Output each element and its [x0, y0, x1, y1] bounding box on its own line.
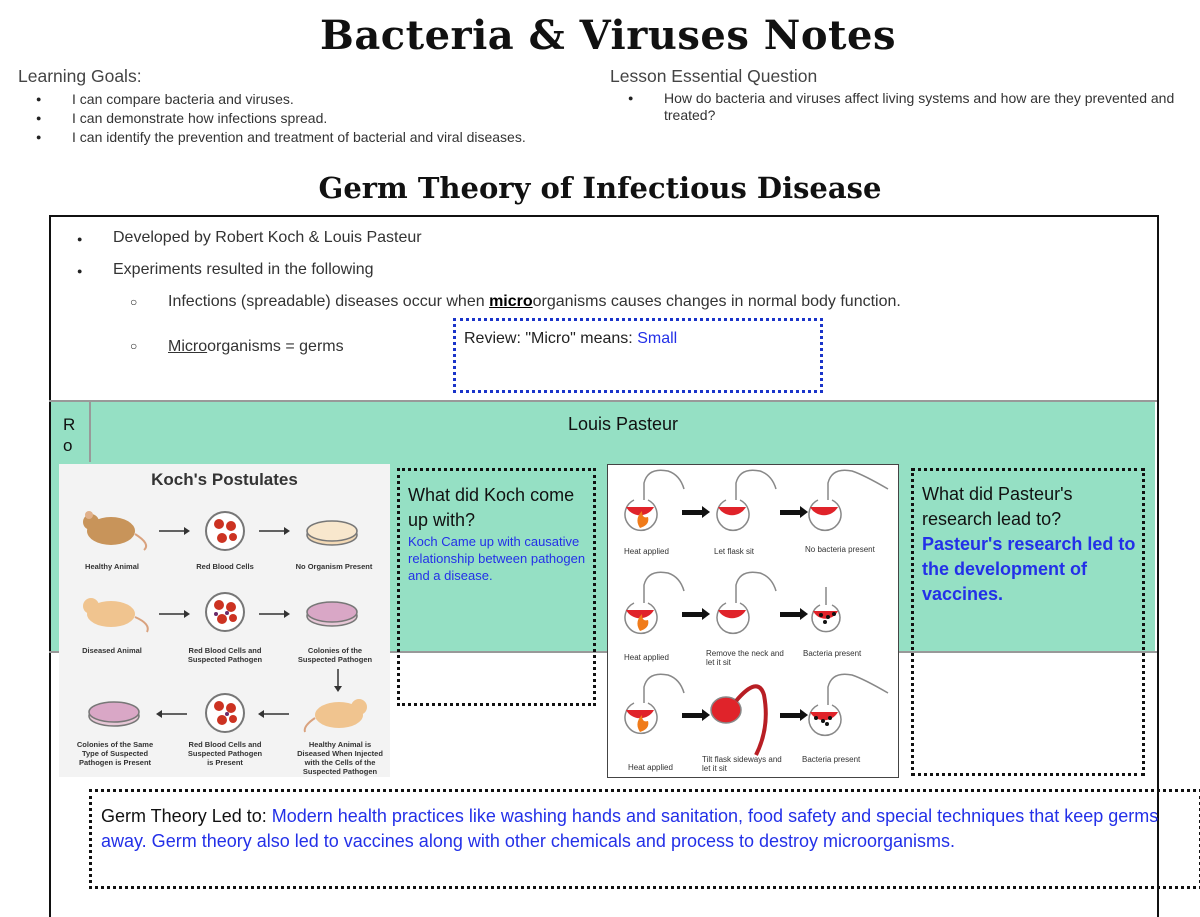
flask-label: Let flask sit — [714, 547, 755, 556]
koch-image-title: Koch's Postulates — [151, 470, 298, 489]
koch-diagram-graphic — [83, 511, 367, 733]
divider — [49, 400, 1157, 402]
note-sub-microorganisms: Microorganisms = germs — [168, 338, 344, 356]
flask-diagram-graphic — [624, 469, 889, 756]
koch-label: Diseased Animal — [82, 646, 142, 655]
petri-red-cells-icon — [205, 693, 245, 733]
bullet-icon: ● — [77, 234, 83, 244]
koch-postulates-image: Koch's Postulates Healthy Animal Red Blo… — [59, 464, 390, 777]
petri-dish-icon — [306, 520, 358, 546]
petri-red-cells-icon — [205, 592, 245, 632]
flask-label: Remove the neck and let it sit — [706, 649, 784, 667]
review-box: Review: "Micro" means: Small — [453, 318, 823, 393]
flask-label: Heat applied — [628, 763, 673, 772]
germ-theory-label: Germ Theory Led to: — [101, 806, 272, 826]
petri-red-cells-icon — [205, 511, 245, 551]
flame-icon — [637, 511, 649, 732]
flask-label: Heat applied — [624, 547, 669, 556]
essential-question-heading: Lesson Essential Question — [610, 66, 818, 86]
koch-label: Red Blood Cells and Suspected Pathogen — [187, 646, 263, 664]
germ-theory-answer[interactable]: Modern health practices like washing han… — [101, 806, 1159, 851]
review-label: Review: "Micro" means: — [464, 330, 638, 347]
flask-label: Bacteria present — [803, 649, 862, 658]
circle-bullet-icon: ○ — [130, 339, 138, 353]
koch-question-box — [397, 468, 596, 706]
petri-colonies-icon — [306, 601, 358, 627]
pasteur-question: What did Pasteur's research lead to? — [922, 484, 1073, 529]
flask-label: Tilt flask sideways and let it sit — [702, 755, 782, 773]
sub1-text: Infections (spreadable) diseases occur w… — [168, 293, 490, 310]
koch-label: Colonies of the Same Type of Suspected P… — [76, 740, 154, 767]
flask-label: Heat applied — [624, 653, 669, 662]
learning-goals-list: I can compare bacteria and viruses. I ca… — [36, 90, 526, 147]
mouse-icon — [83, 598, 149, 633]
sub1-bold: micro — [489, 293, 533, 310]
mouse-icon — [83, 511, 148, 551]
germ-theory-text: Germ Theory Led to: Modern health practi… — [101, 804, 1181, 854]
koch-answer[interactable]: Koch Came up with causative relationship… — [408, 534, 586, 583]
note-sub-infections: Infections (spreadable) diseases occur w… — [168, 293, 901, 311]
sub2-text: organisms = germs — [207, 338, 344, 355]
koch-question: What did Koch come up with? — [408, 485, 575, 530]
sub2-underline: Micro — [168, 338, 208, 355]
arrow-icons — [682, 506, 808, 721]
koch-label: No Organism Present — [295, 562, 373, 571]
section-title: Germ Theory of Infectious Disease — [318, 171, 882, 205]
bullet-icon: ● — [77, 266, 83, 276]
bacteria-dots — [814, 612, 836, 726]
koch-label: Healthy Animal is Diseased When Injected… — [297, 740, 383, 776]
mouse-icon — [303, 699, 367, 733]
circle-bullet-icon: ○ — [130, 295, 138, 309]
pasteur-flask-image: Heat applied Let flask sit No bacteria p… — [607, 464, 899, 778]
note-bullet-developers: Developed by Robert Koch & Louis Pasteur — [113, 229, 422, 246]
learning-goal-item: I can identify the prevention and treatm… — [36, 128, 526, 147]
koch-label: Red Blood Cells and Suspected Pathogen i… — [187, 740, 263, 767]
pasteur-answer[interactable]: Pasteur's research led to the developmen… — [922, 534, 1136, 604]
flask-label: Bacteria present — [802, 755, 861, 764]
learning-goal-item: I can compare bacteria and viruses. — [36, 90, 526, 109]
flask-label: No bacteria present — [805, 545, 875, 554]
essential-question-item: How do bacteria and viruses affect livin… — [628, 90, 1200, 124]
column-divider — [89, 402, 91, 462]
koch-label: Colonies of the Suspected Pathogen — [297, 646, 373, 664]
sub1-text-end: organisms causes changes in normal body … — [532, 293, 901, 310]
notes-frame — [49, 215, 1159, 917]
review-answer[interactable]: Small — [637, 330, 678, 347]
pasteur-question-box — [911, 468, 1145, 776]
petri-colonies-icon — [88, 701, 140, 727]
pasteur-column-header: Louis Pasteur — [567, 414, 679, 434]
learning-goal-item: I can demonstrate how infections spread. — [36, 109, 526, 128]
learning-goals-heading: Learning Goals: — [18, 66, 142, 86]
divider — [49, 651, 1157, 653]
page-title: Bacteria & Viruses Notes — [320, 12, 896, 59]
koch-label: Red Blood Cells — [196, 562, 254, 571]
koch-label: Healthy Animal — [85, 562, 139, 571]
note-bullet-experiments: Experiments resulted in the following — [113, 261, 374, 278]
